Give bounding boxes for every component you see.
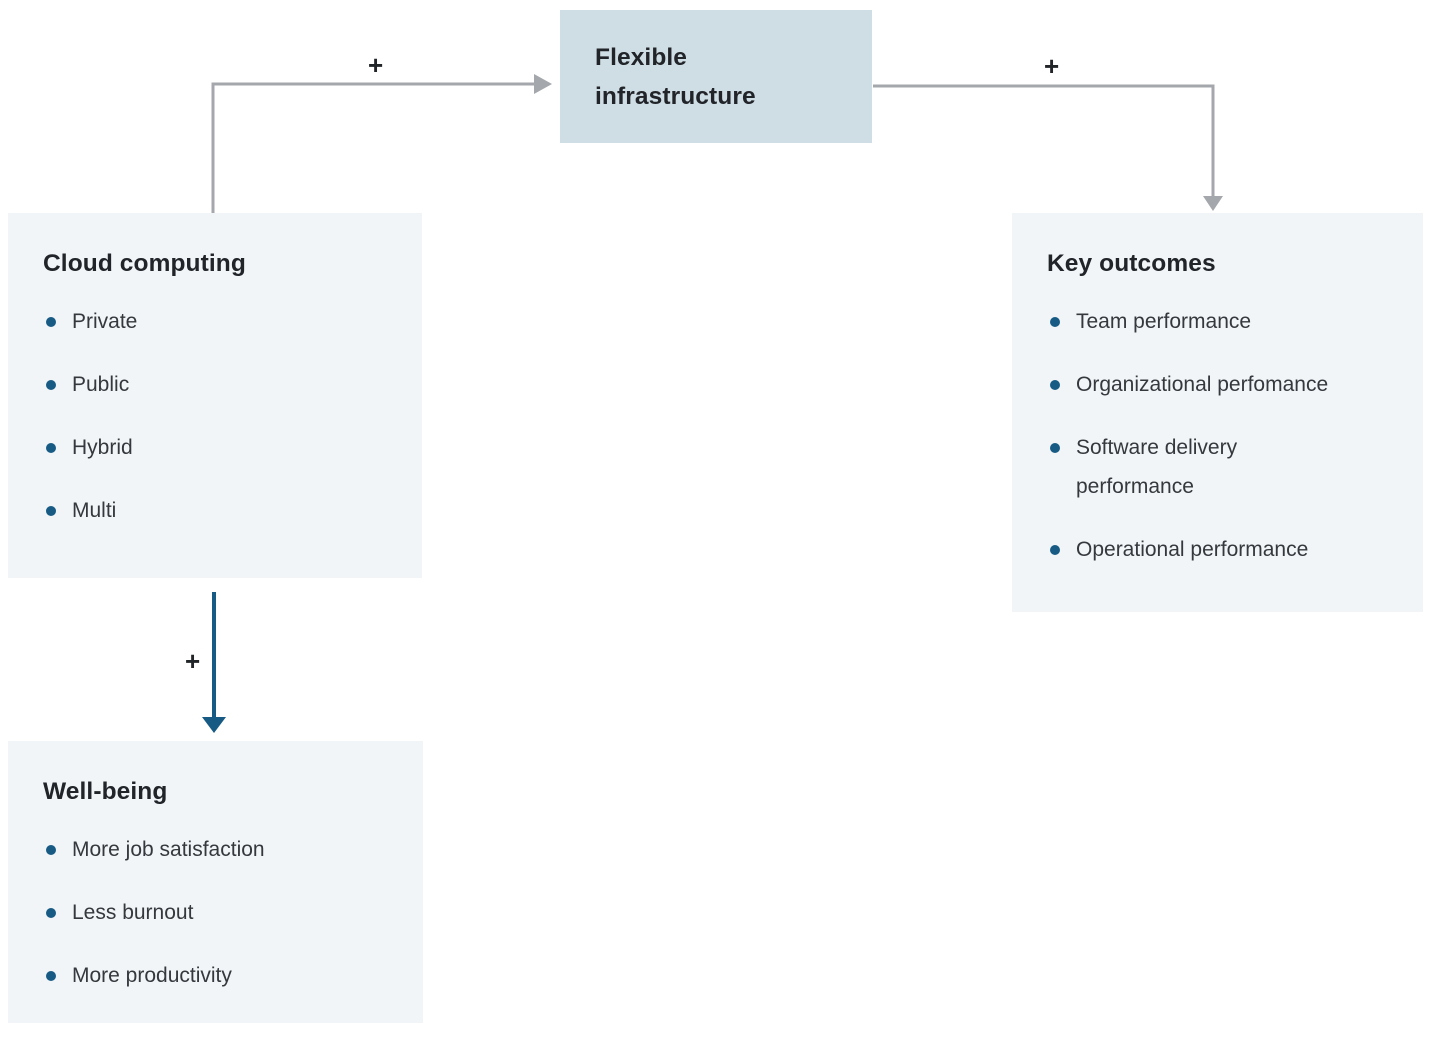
bullet-icon: [1050, 443, 1060, 453]
plus-label-flexible-outcomes: +: [1044, 51, 1060, 81]
flexible-infrastructure-title: Flexible infrastructure: [595, 43, 756, 110]
list-item: Hybrid: [42, 428, 372, 467]
list-item-label: Operational performance: [1076, 538, 1309, 561]
arrow-cloud-to-wellbeing: [202, 592, 226, 733]
list-item: Less burnout: [42, 893, 372, 932]
cloud-computing-list: Private Public Hybrid Multi: [42, 302, 402, 530]
bullet-icon: [46, 317, 56, 327]
list-item: Private: [42, 302, 372, 341]
list-item-label: Organizational perfomance: [1076, 373, 1329, 396]
box-cloud-computing: Cloud computing Private Public Hybrid Mu…: [8, 213, 422, 578]
bullet-icon: [46, 971, 56, 981]
bullet-icon: [1050, 317, 1060, 327]
bullet-icon: [46, 845, 56, 855]
list-item-label: Software delivery performance: [1076, 436, 1238, 498]
arrow-cloud-to-flexible: [211, 74, 552, 213]
bullet-icon: [46, 908, 56, 918]
arrow-flexible-to-outcomes: [873, 84, 1223, 211]
list-item-label: Private: [72, 310, 138, 333]
list-item: More productivity: [42, 956, 372, 995]
box-well-being: Well-being More job satisfaction Less bu…: [8, 741, 423, 1023]
bullet-icon: [46, 380, 56, 390]
cloud-computing-title: Cloud computing: [43, 250, 246, 277]
bullet-icon: [1050, 380, 1060, 390]
plus-label-cloud-wellbeing: +: [185, 646, 201, 676]
list-item-label: Team performance: [1076, 310, 1252, 333]
bullet-icon: [1050, 545, 1060, 555]
list-item-label: Multi: [72, 499, 117, 522]
key-outcomes-list: Team performance Organizational perfoman…: [1046, 302, 1403, 569]
list-item: Organizational perfomance: [1046, 365, 1376, 404]
bullet-icon: [46, 443, 56, 453]
bullet-icon: [46, 506, 56, 516]
list-item: More job satisfaction: [42, 830, 372, 869]
box-key-outcomes: Key outcomes Team performance Organizati…: [1012, 213, 1423, 612]
plus-label-cloud-flexible: +: [368, 50, 384, 80]
list-item: Multi: [42, 491, 372, 530]
list-item-label: More productivity: [72, 964, 232, 987]
list-item-label: Less burnout: [72, 901, 194, 924]
list-item: Software delivery performance: [1046, 428, 1376, 506]
list-item: Team performance: [1046, 302, 1376, 341]
list-item-label: Hybrid: [72, 436, 133, 459]
box-flexible-infrastructure: Flexible infrastructure: [560, 10, 872, 143]
list-item-label: Public: [72, 373, 130, 396]
list-item: Public: [42, 365, 372, 404]
key-outcomes-title: Key outcomes: [1047, 250, 1216, 277]
list-item: Operational performance: [1046, 530, 1376, 569]
list-item-label: More job satisfaction: [72, 838, 265, 861]
well-being-list: More job satisfaction Less burnout More …: [42, 830, 403, 995]
well-being-title: Well-being: [43, 778, 168, 805]
